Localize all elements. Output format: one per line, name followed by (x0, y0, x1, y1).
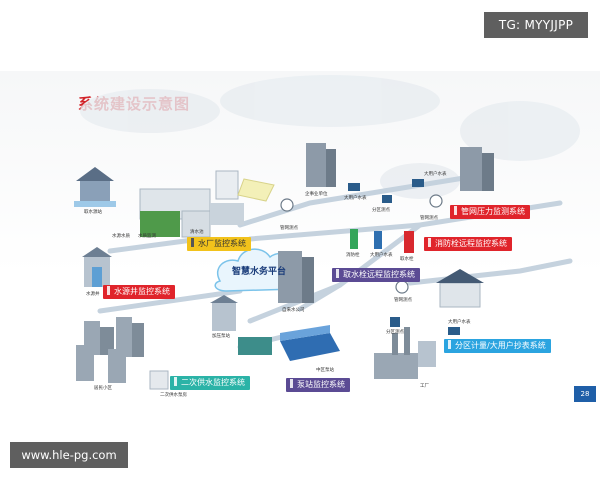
text-well-field: 水源井 (86, 292, 100, 297)
label-pipe-pressure: 管网压力监测系统 (450, 205, 530, 219)
text-factory: 工厂 (420, 384, 429, 389)
text-pipe-point-2: 管网测点 (420, 216, 438, 221)
label-water-intake: 取水栓远程监控系统 (332, 268, 420, 282)
factory (374, 327, 436, 379)
label-pump-station: 泵站监控系统 (286, 378, 350, 392)
pump-station-building (280, 325, 340, 361)
text-pressure-pump: 加压泵站 (212, 334, 230, 339)
water-well (82, 247, 112, 287)
text-district-point: 分区测点 (372, 208, 390, 213)
text-large-user-3: 大用户水表 (370, 253, 393, 258)
watermark-bottom: www.hle-pg.com (10, 442, 128, 468)
world-map-background (80, 75, 580, 199)
label-well: 水源井监控系统 (103, 285, 175, 299)
large-user-building (460, 147, 494, 191)
enterprise-building (306, 143, 336, 187)
text-enterprise: 企事业单位 (305, 192, 328, 197)
company-tower (278, 251, 314, 303)
text-water-quality: 水质监测 (138, 234, 156, 239)
text-reservoir: 取水源站 (84, 210, 102, 215)
text-district-point-2: 分区测点 (386, 330, 404, 335)
text-company: 自来水公司 (282, 308, 305, 313)
platform-label: 智慧水务平台 (232, 267, 287, 277)
watermark-top: TG: MYYJJPP (484, 12, 588, 38)
text-fire-hydrant: 消防栓 (346, 253, 360, 258)
residential-buildings (76, 317, 144, 383)
page-number: 28 (574, 386, 596, 402)
pressure-gauges (280, 194, 443, 294)
text-pipe-point-3: 管网测点 (394, 298, 412, 303)
text-pump-station: 中区泵站 (316, 368, 334, 373)
system-diagram (74, 75, 580, 390)
source-building (74, 167, 116, 207)
text-water-source: 水源水质 (112, 234, 130, 239)
water-meters (348, 179, 460, 335)
hospital-building (436, 269, 484, 308)
text-clear-water: 清水池 (190, 230, 204, 235)
text-residential: 居民小区 (94, 386, 112, 391)
water-plant (139, 170, 275, 238)
label-district-meter: 分区计量/大用户抄表系统 (444, 339, 551, 353)
label-fire-hydrant: 消防栓远程监控系统 (424, 237, 512, 251)
text-large-user-2: 大用户水表 (424, 172, 447, 177)
label-secondary-supply: 二次供水监控系统 (170, 376, 250, 390)
secondary-supply-station (149, 295, 272, 390)
text-intake-hydrant: 取水栓 (400, 257, 414, 262)
text-large-user-4: 大用户水表 (448, 320, 471, 325)
hydrants (350, 229, 414, 253)
text-large-user-1: 大用户水表 (344, 196, 367, 201)
text-pipe-point-1: 管网测点 (280, 226, 298, 231)
label-water-plant: 水厂监控系统 (187, 237, 251, 251)
slide: 系统建设示意图 (0, 71, 600, 409)
text-secondary-room: 二次供水泵房 (160, 393, 187, 398)
